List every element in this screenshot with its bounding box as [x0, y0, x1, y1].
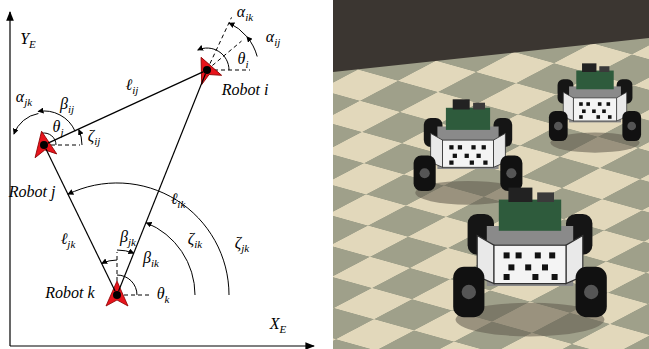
angle-label: αij — [266, 29, 281, 48]
robot-label: Robot j — [9, 184, 56, 200]
angle-label: XE — [270, 316, 287, 335]
angle-label: θj — [53, 119, 64, 138]
symbol-subscript: ij — [94, 135, 100, 147]
angle-label: βjk — [120, 229, 136, 248]
symbol-base: ζ — [235, 234, 241, 251]
angle-arc — [146, 223, 195, 295]
angle-label: θi — [238, 51, 249, 70]
angle-arc — [68, 183, 229, 295]
symbol-base: θ — [157, 285, 165, 302]
symbol-base: β — [60, 95, 68, 112]
angle-label: ζik — [188, 231, 202, 250]
y-axis — [9, 12, 10, 346]
angle-arc — [117, 250, 134, 253]
distance-line — [119, 74, 206, 291]
symbol-base: θ — [53, 118, 61, 135]
symbol-base: X — [270, 315, 280, 332]
distance-line — [48, 72, 203, 143]
angle-label: ζij — [88, 128, 101, 147]
angle-arc — [79, 130, 82, 146]
robot-symbol — [191, 53, 222, 85]
symbol-subscript: jk — [128, 236, 136, 248]
symbol-subscript: j — [60, 126, 63, 138]
symbol-subscript: E — [280, 323, 287, 335]
robot-photo — [549, 63, 641, 152]
symbol-base: α — [266, 28, 274, 45]
symbol-base: ℓ — [171, 190, 178, 207]
robot-label: Robot k — [45, 285, 94, 301]
angle-label: αik — [237, 4, 253, 23]
symbol-subscript: i — [245, 58, 248, 70]
symbol-subscript: jk — [241, 242, 249, 254]
symbol-base: ℓ — [126, 76, 133, 93]
angle-label: αjk — [16, 89, 32, 108]
robot-symbol — [106, 281, 128, 306]
robot-position: Robot j — [40, 141, 48, 149]
photo — [333, 0, 649, 349]
symbol-base: α — [16, 88, 24, 105]
symbol-base: Y — [20, 30, 29, 47]
wall — [333, 0, 649, 72]
symbol-base: ζ — [188, 230, 194, 247]
angle-label: βik — [143, 250, 159, 269]
symbol-subscript: ij — [68, 103, 74, 115]
symbol-base: θ — [238, 50, 246, 67]
symbol-subscript: ij — [274, 36, 280, 48]
symbol-subscript: jk — [67, 238, 75, 250]
symbol-base: ζ — [88, 127, 94, 144]
angle-label: βij — [60, 96, 74, 115]
distance-label: ℓik — [171, 191, 186, 210]
symbol-subscript: E — [29, 38, 36, 50]
symbol-base: ℓ — [61, 230, 68, 247]
x-axis — [10, 345, 314, 346]
symbol-base: α — [237, 3, 245, 20]
angle-label: YE — [20, 31, 36, 50]
robot-label: Robot i — [222, 82, 269, 98]
robot-position: Robot i — [203, 66, 211, 74]
distance-label: ℓij — [126, 77, 139, 96]
floor — [333, 0, 649, 349]
symbol-subscript: ik — [151, 257, 159, 269]
symbol-subscript: ik — [245, 11, 253, 23]
symbol-subscript: k — [164, 293, 169, 305]
symbol-subscript: ij — [132, 84, 138, 96]
symbol-subscript: ik — [194, 238, 202, 250]
angle-arc — [14, 114, 39, 135]
distance-line — [46, 149, 115, 291]
angle-arc — [102, 260, 117, 264]
symbol-base: β — [143, 249, 151, 266]
angle-label: θk — [157, 286, 170, 305]
angle-arc — [229, 23, 247, 37]
symbol-base: β — [120, 228, 128, 245]
symbol-subscript: ik — [177, 198, 185, 210]
angle-label: ζjk — [235, 235, 249, 254]
distance-label: ℓjk — [61, 231, 76, 250]
robot-photo — [453, 188, 607, 337]
angle-arc — [247, 37, 257, 57]
symbol-subscript: jk — [24, 96, 32, 108]
robot-position: Robot k — [113, 291, 121, 299]
robot-photo — [414, 99, 523, 204]
